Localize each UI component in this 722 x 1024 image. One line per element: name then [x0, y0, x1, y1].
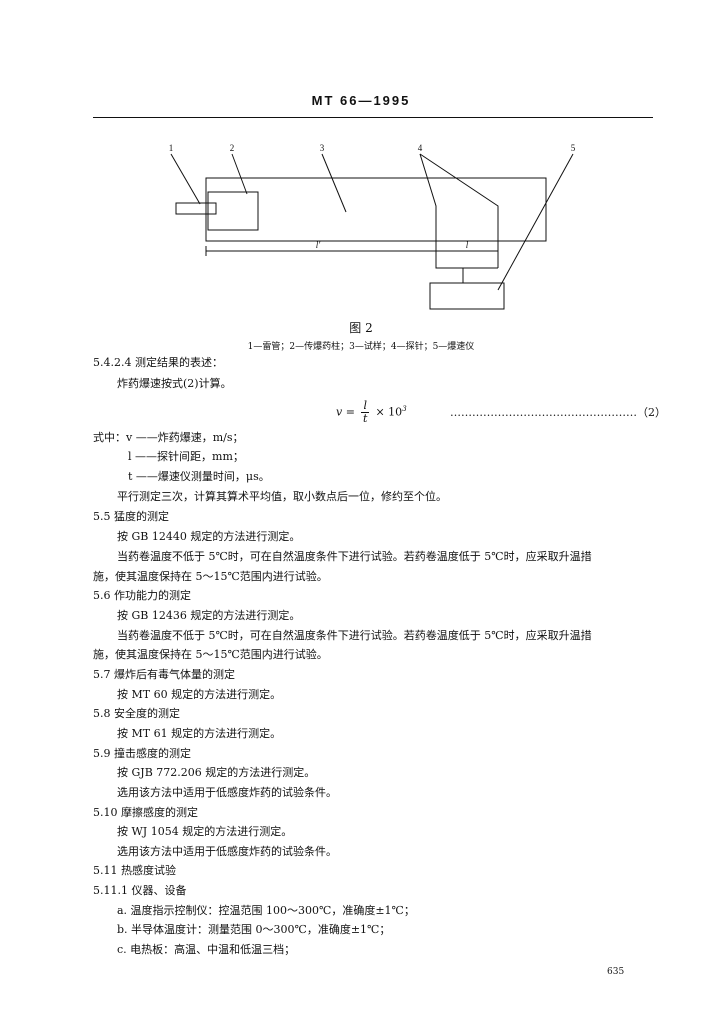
text-line: 当药卷温度不低于 5℃时，可在自然温度条件下进行试验。若药卷温度低于 5℃时，应…	[117, 629, 592, 642]
page-header: MT 66—1995	[311, 93, 411, 108]
text-line: 炸药爆速按式(2)计算。	[117, 377, 232, 390]
formula-exp: 3	[402, 404, 407, 413]
text-line: 施，使其温度保持在 5～15℃范围内进行试验。	[93, 648, 328, 661]
text-line: 按 GJB 772.206 规定的方法进行测定。	[117, 766, 316, 779]
list-item: c. 电热板：高温、中温和低温三档；	[117, 943, 296, 956]
formula-rest: × 10	[375, 405, 403, 419]
text-line: 式中：v ——炸药爆速，m/s；	[93, 431, 244, 444]
label-2: 2	[230, 143, 235, 153]
list-item: b. 半导体温度计：测量范围 0～300℃，准确度±1℃；	[117, 923, 391, 936]
formula-2: v = l t × 103	[336, 400, 407, 425]
section-heading: 5.10 摩擦感度的测定	[93, 806, 198, 819]
text-line: 按 GB 12436 规定的方法进行测定。	[117, 609, 301, 622]
detonator	[175, 202, 217, 215]
probe-left	[419, 153, 437, 241]
velocity-meter	[429, 282, 505, 310]
section-heading: 5.7 爆炸后有毒气体量的测定	[93, 668, 235, 681]
header-rule	[93, 117, 653, 118]
text-line: t ——爆速仪测量时间，μs。	[128, 470, 270, 483]
sample-tube	[205, 177, 547, 242]
section-heading: 5.11.1 仪器、设备	[93, 884, 187, 897]
test-setup-diagram: 1 2 3 4 5 l' l	[169, 143, 576, 310]
label-4: 4	[418, 143, 423, 153]
text-line: 选用该方法中适用于低感度炸药的试验条件。	[117, 845, 337, 858]
text-line: 按 GB 12440 规定的方法进行测定。	[117, 530, 301, 543]
section-heading: 5.8 安全度的测定	[93, 707, 180, 720]
page-number: 635	[607, 967, 625, 977]
booster-charge	[207, 191, 259, 231]
section-heading: 5.9 撞击感度的测定	[93, 747, 191, 760]
label-5: 5	[571, 143, 576, 153]
text-line: 选用该方法中适用于低感度炸药的试验条件。	[117, 786, 337, 799]
section-heading: 5.6 作功能力的测定	[93, 589, 191, 602]
label-3: 3	[320, 143, 325, 153]
meter-wire	[435, 241, 463, 269]
dim-main-label: l'	[316, 240, 322, 250]
probe-right	[419, 153, 499, 241]
equation-number: ……………………………………………（2）	[450, 406, 666, 419]
text-line: 按 WJ 1054 规定的方法进行测定。	[117, 825, 293, 838]
formula-fraction: l t	[361, 400, 369, 425]
text-line: 平行测定三次，计算其算术平均值，取小数点后一位，修约至个位。	[117, 490, 447, 503]
text-line: 按 MT 61 规定的方法进行测定。	[117, 727, 282, 740]
formula-num: l	[361, 399, 369, 413]
figure-title: 图 2	[349, 321, 373, 335]
text-line: 当药卷温度不低于 5℃时，可在自然温度条件下进行试验。若药卷温度低于 5℃时，应…	[117, 550, 592, 563]
section-heading: 5.5 猛度的测定	[93, 510, 169, 523]
text-line: 按 MT 60 规定的方法进行测定。	[117, 688, 282, 701]
list-item: a. 温度指示控制仪：控温范围 100～300℃，准确度±1℃；	[117, 904, 415, 917]
text-line: 施，使其温度保持在 5～15℃范围内进行试验。	[93, 570, 328, 583]
formula-lhs: v =	[336, 405, 355, 419]
label-1a: 1	[169, 143, 174, 153]
figure-caption: 1—雷管；2—传爆药柱；3—试样；4—探针；5—爆速仪	[247, 342, 475, 352]
dim-short-label: l	[466, 240, 469, 250]
formula-den: t	[362, 412, 368, 425]
text-line: l ——探针间距，mm；	[128, 450, 244, 463]
section-5-4-2-4: 5.4.2.4 测定结果的表述：	[93, 356, 223, 369]
section-heading: 5.11 热感度试验	[93, 864, 176, 877]
